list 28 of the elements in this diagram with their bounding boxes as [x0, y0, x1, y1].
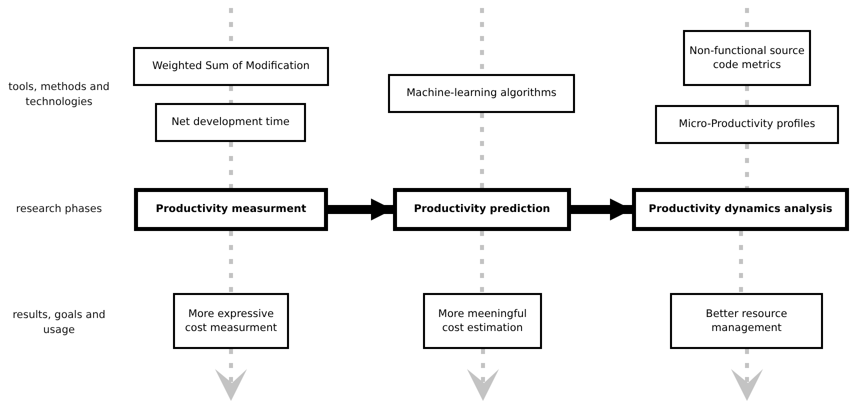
- arrow: [571, 198, 632, 220]
- dashed-connector: [229, 231, 233, 293]
- item-box: More expressive cost measurment: [173, 293, 289, 349]
- phase-box: Productivity measurment: [134, 188, 328, 231]
- dashed-connector: [739, 231, 743, 293]
- row-label: tools, methods and technologies: [8, 80, 110, 110]
- dashed-connector: [215, 349, 247, 401]
- dashed-connector: [745, 86, 749, 105]
- item-box: Machine-learning algorithms: [388, 74, 575, 113]
- item-box: More meeningful cost estimation: [423, 293, 542, 349]
- dashed-connector: [480, 113, 484, 188]
- dashed-connector: [229, 86, 233, 103]
- dashed-connector: [745, 8, 749, 30]
- dashed-connector: [480, 231, 484, 293]
- phase-box: Productivity dynamics analysis: [632, 188, 849, 231]
- item-box: Non-functional source code metrics: [683, 30, 811, 86]
- arrow: [328, 198, 393, 220]
- row-label: results, goals and usage: [12, 308, 106, 338]
- phase-box: Productivity prediction: [393, 188, 571, 231]
- dashed-connector: [467, 349, 499, 401]
- row-label: research phases: [15, 202, 103, 217]
- dashed-connector: [731, 349, 763, 401]
- dashed-connector: [745, 144, 749, 188]
- dashed-connector: [229, 142, 233, 188]
- item-box: Net development time: [155, 103, 306, 142]
- item-box: Weighted Sum of Modification: [133, 47, 329, 86]
- item-box: Better resource management: [670, 293, 823, 349]
- item-box: Micro-Productivity profiles: [655, 105, 839, 144]
